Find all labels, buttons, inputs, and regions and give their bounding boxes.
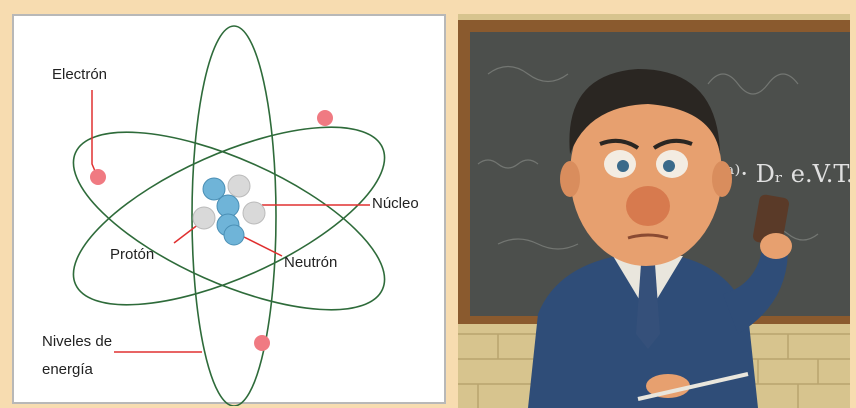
scientist-nose [626,186,670,226]
electron-particle [254,335,270,351]
electron-leader-line [91,90,99,179]
proton-particle [223,224,245,246]
eraser [753,194,789,246]
orbit-diagonal-a [72,126,386,306]
chalk-scribbles [477,65,819,250]
scientist-head [570,82,722,266]
nucleus [192,174,266,246]
neutron-particle [192,206,216,230]
nucleus-label: Núcleo [372,195,419,212]
scientist-hair [569,69,720,154]
proton-particle [202,177,226,201]
neutron-label: Neutrón [284,254,338,271]
orbit-vertical [191,25,277,406]
orbit-diagonal-b [72,131,386,311]
energy-levels-label: Niveles de energía [42,333,113,378]
neutron-particle [227,174,251,198]
electron-particle [317,110,333,126]
atom-diagram-svg [72,25,386,406]
neutron-particle [242,201,266,225]
scientist-hand [760,233,792,259]
scientist-caricature-illustration: Ɛⱼ⁽ᵃ⁾· Dᵣ e.V.T. [458,14,850,408]
caricature-panel: Ɛⱼ⁽ᵃ⁾· Dᵣ e.V.T. [458,14,850,408]
pointer-stick [637,372,749,401]
electron-label: Electrón [52,66,108,83]
proton-label: Protón [110,246,155,263]
electron-particle [90,169,106,185]
atom-diagram-panel: Electrón Núcleo Protón Neutrón Niveles d… [12,14,446,406]
scientist-raised-arm [723,244,788,334]
